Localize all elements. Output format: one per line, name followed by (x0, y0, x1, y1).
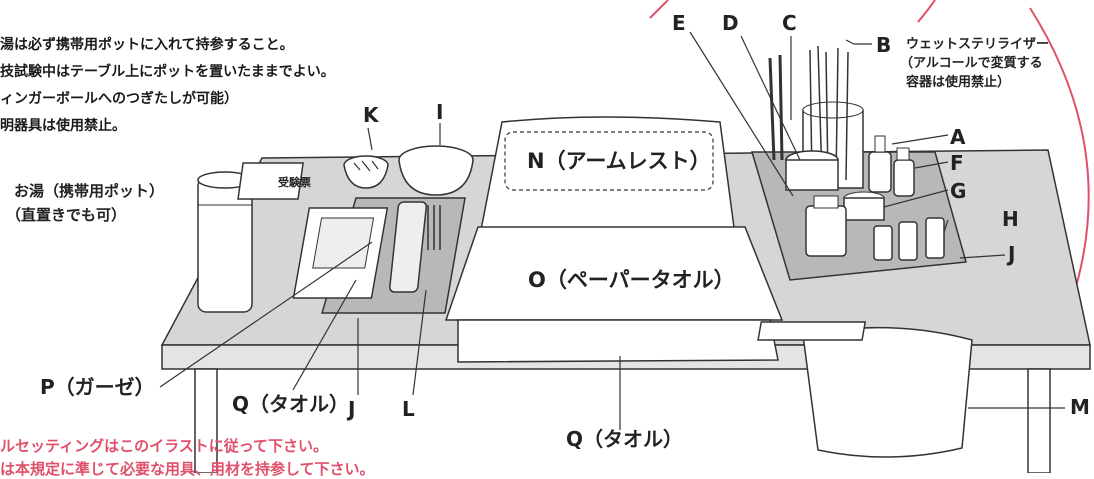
warning-line-1: ルセッティングはこのイラストに従って下さい。 (0, 437, 329, 455)
paper-towel (444, 226, 784, 321)
towel-under (457, 319, 779, 363)
label-a: A (950, 125, 966, 149)
i-finger-bowl (398, 145, 474, 196)
label-j-bottom: J (348, 397, 356, 421)
pot-label: お湯（携帯用ポット） (14, 182, 165, 200)
label-b: B (876, 33, 892, 57)
label-g: G (950, 179, 967, 203)
label-m: M (1070, 395, 1090, 419)
pot-illustration (197, 171, 253, 313)
armrest-outline (504, 131, 714, 191)
sterilizer-line-3: 容器は使用禁止） (906, 75, 1011, 90)
exam-ticket-card (237, 162, 304, 200)
label-e: E (672, 11, 686, 35)
note-line-4: 明器具は使用禁止。 (0, 118, 126, 134)
exam-ticket-label: 受験票 (278, 176, 311, 189)
armrest-towel (479, 116, 736, 236)
sterilizer-line-2: （アルコールで変質する (900, 56, 1043, 71)
label-f: F (950, 151, 964, 175)
label-i: I (436, 100, 444, 124)
label-n: N（アームレスト） (527, 149, 711, 173)
note-line-1: 湯は必ず携帯用ポットに入れて持参すること。 (0, 37, 294, 53)
trash-bin (757, 321, 973, 458)
label-d: D (722, 11, 739, 35)
label-c: C (782, 11, 797, 35)
label-l: L (402, 397, 415, 421)
label-j-right: J (1008, 242, 1016, 266)
pot-sublabel: （直置きでも可） (6, 206, 127, 224)
label-q-left: Q（タオル） (232, 392, 350, 416)
note-line-3: ィンガーボールへのつぎたしが可能） (0, 91, 238, 107)
label-o: O（ペーパータオル） (528, 268, 735, 292)
note-line-2: 技試験中はテーブル上にポットを置いたままでよい。 (0, 64, 335, 80)
label-p: P（ガーゼ） (40, 375, 155, 399)
sterilizer-line-1: ウェットステリライザー (906, 37, 1050, 52)
k-bowl (343, 155, 389, 189)
warning-line-2: は本規定に準じて必要な用具、用材を持参して下さい。 (0, 460, 375, 478)
bottles (805, 135, 945, 261)
accent-arc-right (917, 0, 1090, 301)
table-leg-right (1027, 368, 1051, 473)
left-tray (292, 197, 466, 314)
label-q-bottom: Q（タオル） (566, 427, 684, 451)
accent-arc-left (649, 0, 669, 19)
label-h: H (1002, 207, 1019, 231)
table-leg-left (194, 368, 218, 473)
leader-lines (159, 31, 1065, 430)
d-jar (785, 150, 839, 191)
label-k: K (363, 103, 379, 127)
